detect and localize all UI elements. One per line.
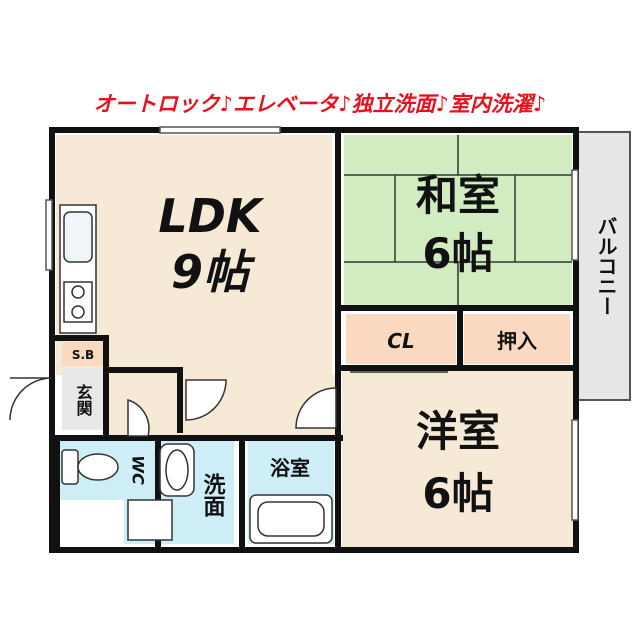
washing-machine-pan [127,499,173,541]
washitsu-size: 6帖 [422,229,493,278]
shoebox-label: S.B [72,348,94,362]
entrance-floor [62,368,104,430]
oshiire-label: 押入 [497,329,537,353]
entrance-label: 玄関 [74,383,93,417]
ldk-name: LDK [158,189,264,243]
features-banner: オートロック♪エレベータ♪独立洗面♪室内洗濯♪ [93,92,547,116]
ldk-size: 9帖 [171,245,256,299]
kitchen-counter [59,204,97,334]
oshiire-floor [464,314,570,364]
toilet-label: WC [129,455,148,485]
youshitsu-floor [342,368,574,548]
toilet-fixture [61,449,119,485]
doors [9,371,448,437]
balcony-label: バルコニー [594,216,618,316]
bathtub-fixture [249,494,333,544]
balcony-floor [577,131,631,401]
tatami-lines [344,135,572,305]
washitsu-name: 和室 [416,171,500,220]
youshitsu-size: 6帖 [422,469,493,518]
youshitsu-name: 洋室 [416,407,500,456]
bathroom-label: 浴室 [270,456,310,480]
shoebox-floor [62,342,104,366]
exterior-wall-block [50,440,60,550]
washbasin-fixture [159,443,195,497]
windows [45,126,579,521]
closet-floor [346,314,456,364]
washroom-label: 洗面 [200,473,226,518]
closet-label: CL [387,329,414,353]
